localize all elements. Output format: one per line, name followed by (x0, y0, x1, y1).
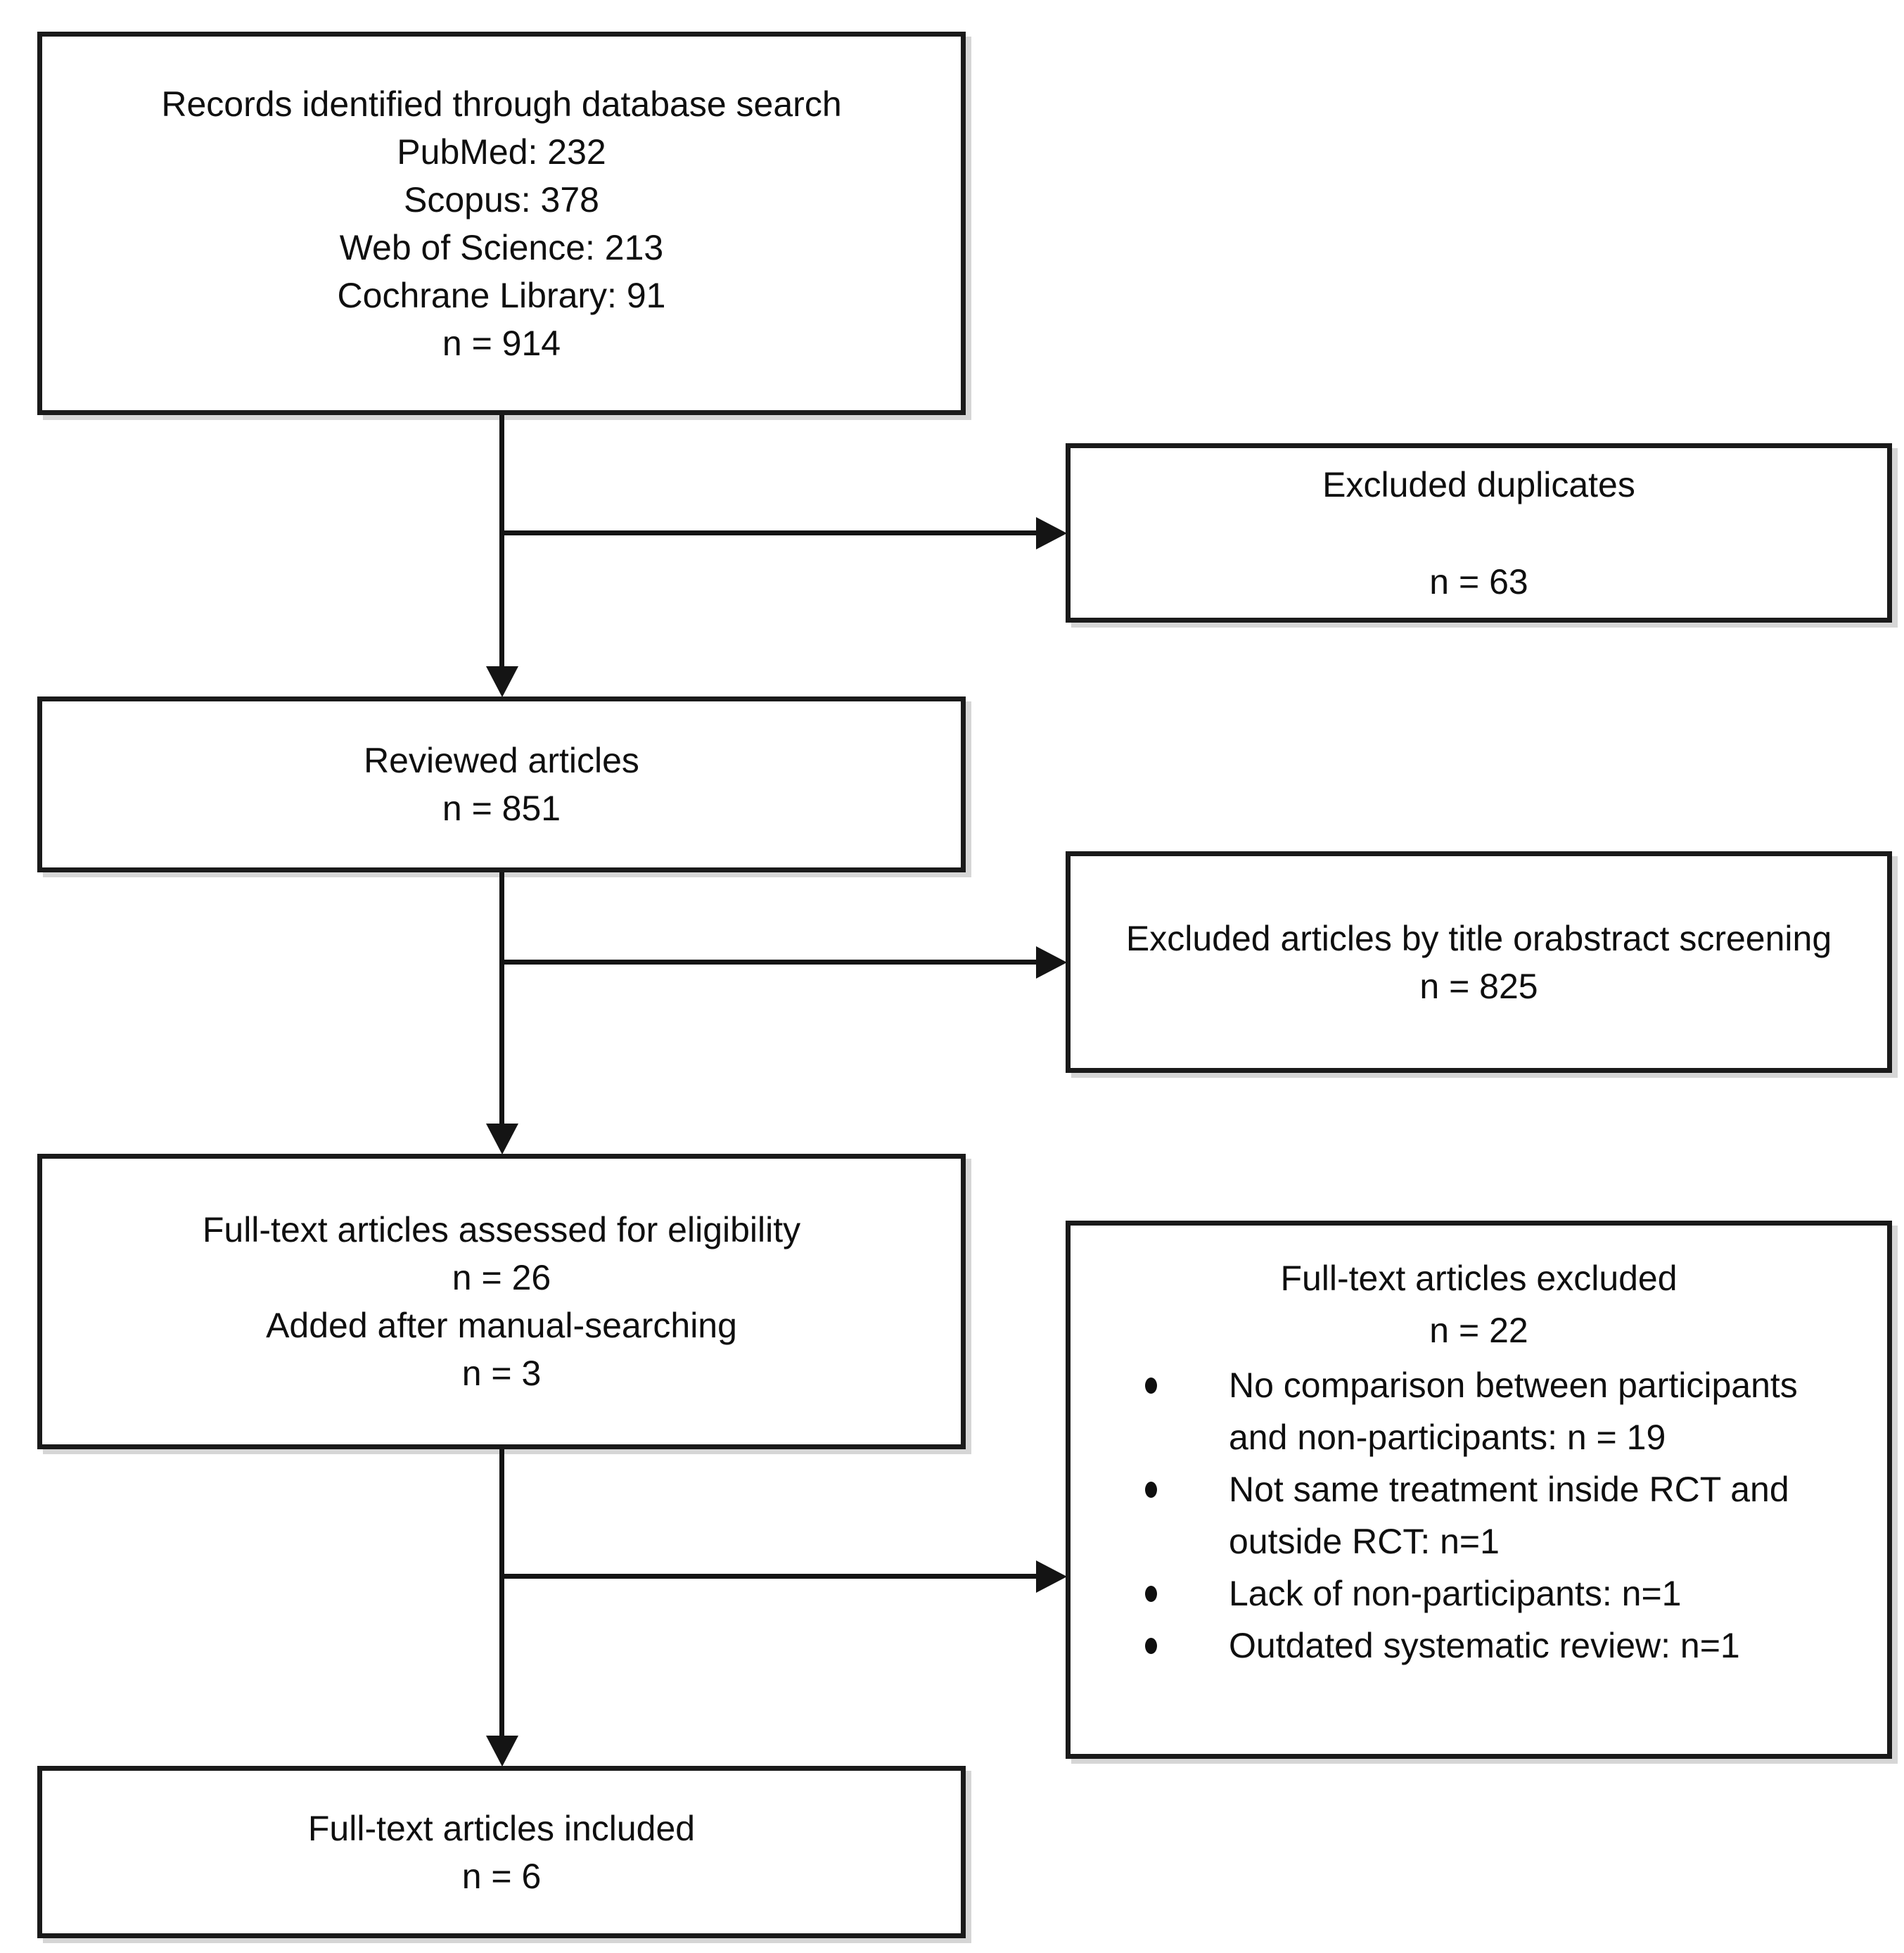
arrow-to-fulltext-excluded (501, 1574, 1037, 1579)
list-item: No comparison between participants and n… (1099, 1359, 1798, 1463)
records-box-title: Records identified through database sear… (161, 84, 842, 124)
arrow-records-to-reviewed (499, 415, 504, 668)
excluded-duplicates-count: n = 63 (1429, 561, 1528, 602)
arrowhead-down-icon (486, 1736, 518, 1767)
manual-search-title: Added after manual-searching (266, 1306, 737, 1345)
records-wos-count: Web of Science: 213 (339, 227, 664, 267)
arrow-to-excluded-screening (501, 960, 1037, 965)
arrowhead-down-icon (486, 666, 518, 697)
fulltext-excluded-box: Full-text articles excluded n = 22 No co… (1066, 1221, 1892, 1759)
fulltext-excluded-count: n = 22 (1429, 1311, 1528, 1350)
excluded-duplicates-title: Excluded duplicates (1322, 464, 1635, 504)
arrowhead-right-icon (1036, 517, 1067, 549)
fulltext-included-title: Full-text articles included (307, 1808, 696, 1848)
exclusion-reason: No comparison between participants and n… (1229, 1366, 1798, 1457)
arrowhead-right-icon (1036, 946, 1067, 979)
excluded-screening-box: Excluded articles by title orabstract sc… (1066, 851, 1892, 1073)
records-identified-box: Records identified through database sear… (37, 32, 966, 415)
exclusion-reason: Outdated systematic review: n=1 (1229, 1626, 1740, 1665)
records-scopus-count: Scopus: 378 (404, 179, 599, 220)
manual-search-count: n = 3 (461, 1354, 542, 1393)
exclusion-reason-list: No comparison between participants and n… (1099, 1359, 1798, 1672)
eligibility-count: n = 26 (452, 1258, 551, 1297)
arrow-eligibility-to-included (499, 1449, 504, 1738)
reviewed-articles-title: Reviewed articles (364, 741, 639, 780)
exclusion-reason: Lack of non-participants: n=1 (1229, 1574, 1682, 1613)
reviewed-articles-count: n = 851 (442, 789, 561, 828)
excluded-screening-title: Excluded articles by title orabstract sc… (1125, 918, 1832, 958)
bullet-icon (1099, 1359, 1229, 1394)
excluded-screening-count: n = 825 (1419, 966, 1538, 1006)
arrowhead-down-icon (486, 1124, 518, 1154)
fulltext-excluded-title: Full-text articles excluded (1280, 1259, 1678, 1298)
fulltext-included-box: Full-text articles included n = 6 (37, 1766, 966, 1938)
records-pubmed-count: PubMed: 232 (397, 132, 606, 172)
fulltext-included-count: n = 6 (461, 1856, 542, 1896)
eligibility-title: Full-text articles assessed for eligibil… (202, 1210, 801, 1249)
eligibility-assessed-box: Full-text articles assessed for eligibil… (37, 1154, 966, 1449)
bullet-icon (1099, 1620, 1229, 1654)
records-total-count: n = 914 (442, 323, 561, 363)
reviewed-articles-box: Reviewed articles n = 851 (37, 696, 966, 872)
list-item: Not same treatment inside RCT and outsid… (1099, 1463, 1798, 1567)
list-item: Lack of non-participants: n=1 (1099, 1567, 1798, 1620)
arrowhead-right-icon (1036, 1560, 1067, 1593)
records-cochrane-count: Cochrane Library: 91 (337, 275, 666, 315)
arrow-to-excluded-duplicates (501, 530, 1037, 535)
bullet-icon (1099, 1463, 1229, 1498)
arrow-reviewed-to-eligibility (499, 872, 504, 1126)
exclusion-reason: Not same treatment inside RCT and outsid… (1229, 1470, 1789, 1561)
bullet-icon (1099, 1567, 1229, 1602)
list-item: Outdated systematic review: n=1 (1099, 1620, 1798, 1672)
excluded-duplicates-box: Excluded duplicates n = 63 (1066, 443, 1892, 623)
